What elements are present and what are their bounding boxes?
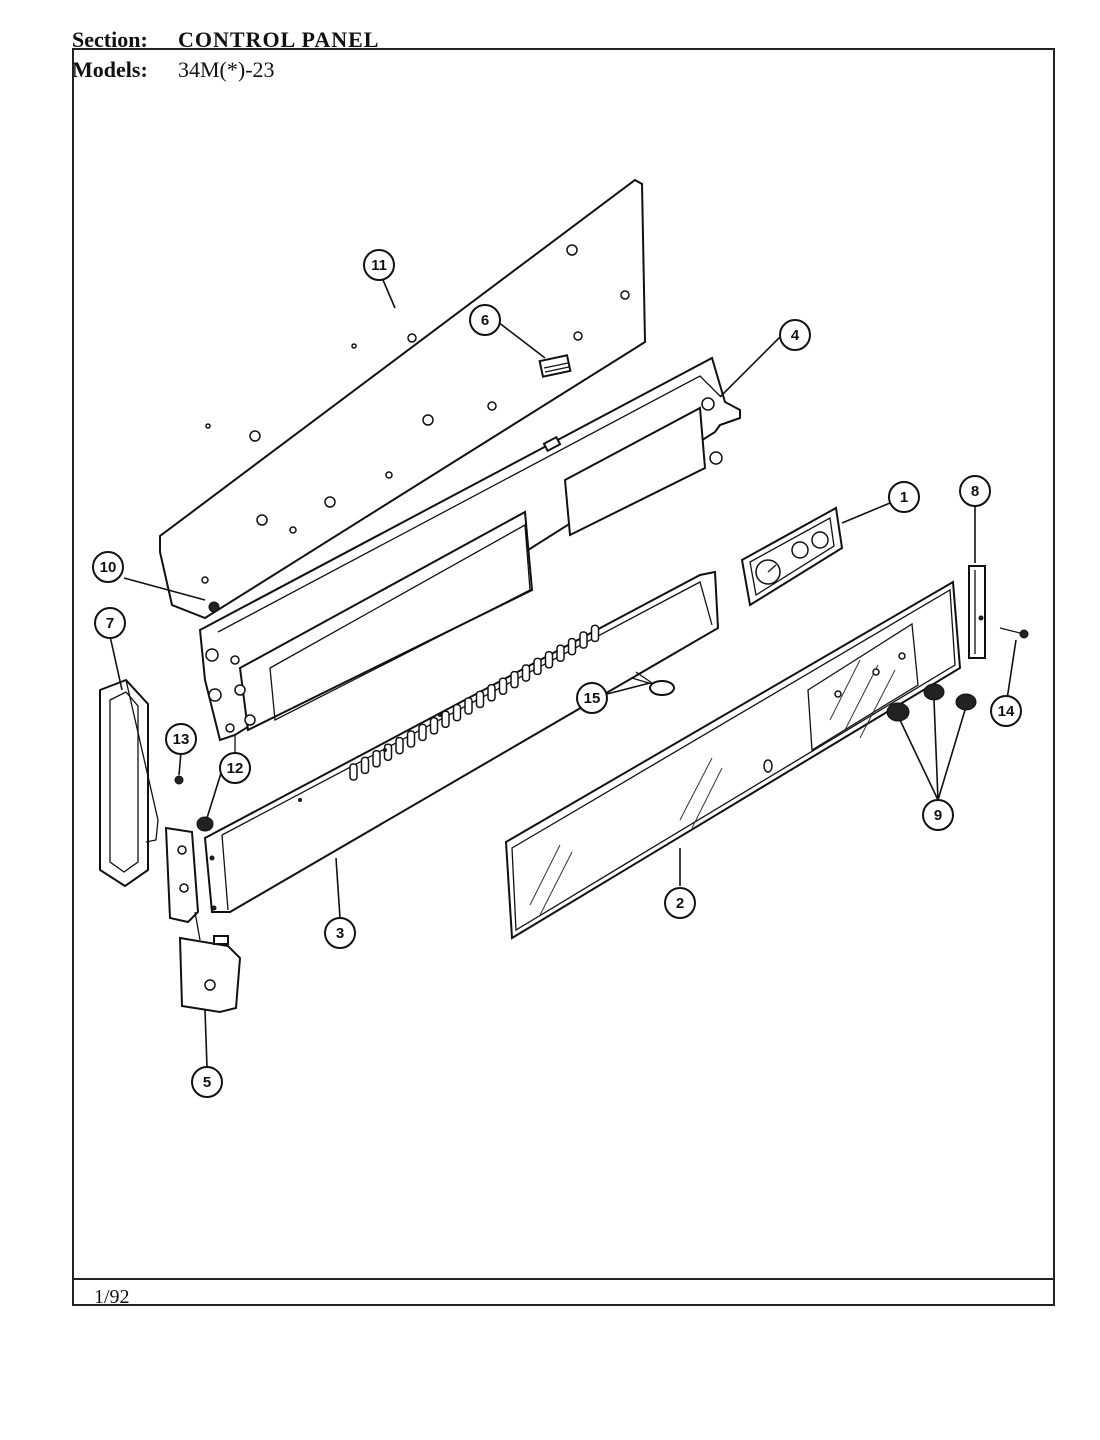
vent-slot: [521, 664, 531, 682]
svg-text:6: 6: [481, 312, 489, 329]
grommet-part: [196, 816, 214, 832]
footer-divider: [72, 1278, 1055, 1280]
vent-slot: [579, 631, 588, 649]
vent-slot: [556, 644, 565, 662]
section-label: Section:: [72, 27, 148, 52]
switch-part: [538, 354, 572, 378]
diagram-frame: [72, 48, 1055, 1306]
callout-7: 7: [94, 607, 126, 639]
vent-slot: [441, 710, 450, 728]
callout-5: 5: [191, 1066, 223, 1098]
callout-6: 6: [469, 304, 501, 336]
svg-text:10: 10: [100, 559, 117, 576]
callout-4: 4: [779, 319, 811, 351]
vent-slot: [498, 677, 508, 695]
callout-12: 12: [219, 752, 251, 784]
svg-text:15: 15: [584, 690, 601, 707]
callout-9: 9: [922, 799, 954, 831]
callout-14: 14: [990, 695, 1022, 727]
svg-text:7: 7: [106, 615, 114, 632]
svg-text:9: 9: [934, 807, 942, 824]
vent-slot: [360, 756, 370, 775]
glass-panel-part: [504, 580, 962, 940]
svg-text:4: 4: [791, 327, 800, 344]
screw-part-10: [208, 601, 220, 613]
vent-slot: [567, 637, 577, 656]
vent-slot: [406, 730, 416, 748]
vent-slot: [372, 750, 381, 768]
leader-lines: [109, 272, 1017, 1068]
side-strip-part: [968, 565, 986, 659]
vent-slot: [464, 697, 473, 715]
models-value: 34M(*)-23: [178, 57, 275, 82]
timer-clock-part: [740, 506, 844, 607]
knobs-part: [886, 683, 977, 722]
vent-slot: [590, 624, 600, 643]
vent-slot: [395, 736, 404, 755]
vent-slot: [383, 743, 393, 761]
callout-3: 3: [324, 917, 356, 949]
svg-text:8: 8: [971, 483, 979, 500]
svg-text:1: 1: [900, 489, 908, 506]
callout-10: 10: [92, 551, 124, 583]
indicator-light-part: [631, 671, 675, 696]
svg-text:5: 5: [203, 1074, 211, 1091]
date-code: 1/92: [94, 1286, 130, 1308]
svg-text:13: 13: [173, 731, 190, 748]
svg-text:2: 2: [676, 895, 684, 912]
vent-trim-panel-part: [203, 570, 720, 913]
screw-part-14: [999, 627, 1029, 639]
vent-slot: [475, 690, 485, 709]
vent-slot: [429, 717, 439, 735]
svg-text:11: 11: [371, 257, 387, 274]
back-plate-part: [159, 178, 647, 620]
vent-slot: [487, 684, 496, 702]
mounting-bracket-part: [164, 826, 242, 1014]
screw-part-13: [174, 775, 184, 785]
callout-13: 13: [165, 723, 197, 755]
vent-slot: [452, 703, 462, 722]
vent-slot: [510, 670, 519, 689]
end-cap-part: [99, 678, 159, 888]
vent-slot: [533, 657, 542, 676]
vent-slot: [349, 763, 358, 781]
svg-text:12: 12: [227, 760, 244, 777]
control-panel-frame-part: [198, 356, 741, 766]
svg-text:14: 14: [998, 703, 1015, 720]
vent-slot: [418, 723, 427, 742]
vent-slot: [544, 651, 554, 669]
callout-2: 2: [664, 887, 696, 919]
callout-15: 15: [576, 682, 608, 714]
svg-text:3: 3: [336, 925, 344, 942]
callout-11: 11: [363, 249, 395, 281]
section-title: CONTROL PANEL: [178, 27, 380, 52]
callout-8: 8: [959, 475, 991, 507]
callout-1: 1: [888, 481, 920, 513]
models-label: Models:: [72, 57, 148, 82]
